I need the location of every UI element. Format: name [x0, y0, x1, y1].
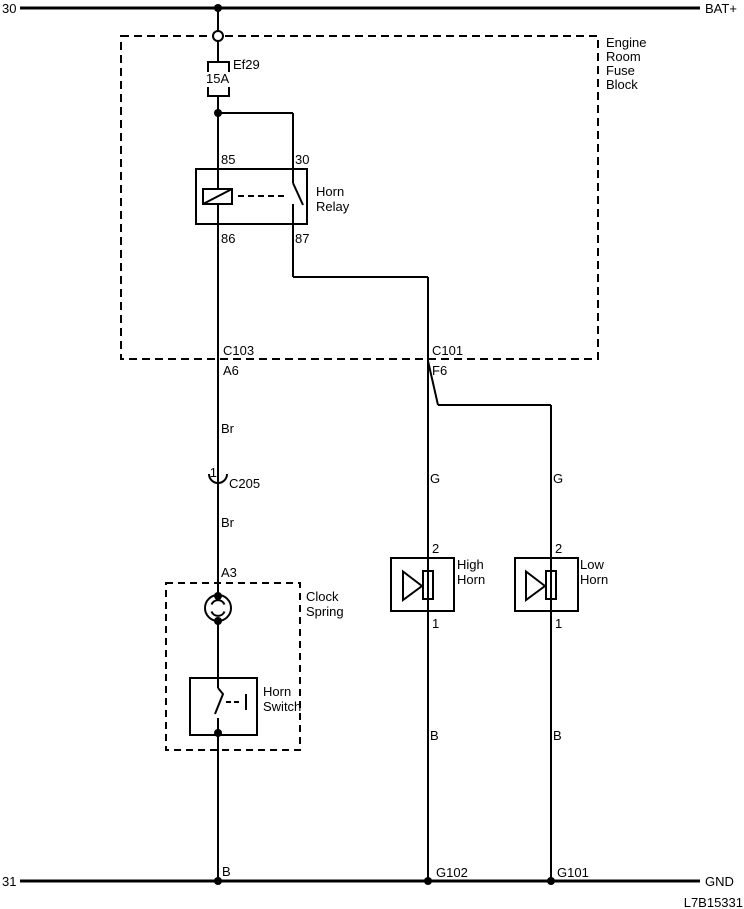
fuse-block-name-2: Room	[606, 49, 641, 64]
relay-name-1: Horn	[316, 184, 344, 199]
splice-diagonal-wire	[427, 360, 439, 406]
horn-switch-name-1: Horn	[263, 684, 291, 699]
clock-spring-name-1: Clock	[306, 589, 339, 604]
fuse-id-label: Ef29	[233, 57, 260, 72]
wire-color-b-left: B	[222, 864, 231, 879]
ground-junction-dot-g101	[547, 877, 555, 885]
diagram-code-label: L7B15331	[684, 895, 743, 909]
fuse-symbol-top-icon	[207, 61, 230, 72]
connector-c101-pin-label: F6	[432, 363, 447, 378]
high-horn-pin-bottom-label: 1	[432, 616, 439, 631]
ground-junction-dot-left	[214, 877, 222, 885]
ground-g102-label: G102	[436, 865, 468, 880]
clock-spring-inner-arc-bottom-icon	[210, 611, 226, 617]
power-rail-right-label: BAT+	[705, 1, 737, 16]
wire-color-b-low: B	[553, 728, 562, 743]
high-horn-name-2: Horn	[457, 572, 485, 587]
fuse-block-name-4: Block	[606, 77, 638, 92]
high-horn-speaker-body-icon	[422, 570, 434, 600]
clock-spring-name-2: Spring	[306, 604, 344, 619]
high-horn-name-1: High	[457, 557, 484, 572]
relay-coil-diagonal	[202, 188, 233, 205]
low-horn-speaker-body-icon	[545, 570, 557, 600]
connector-c205-label: C205	[229, 476, 260, 491]
low-horn-pin-top-label: 2	[555, 541, 562, 556]
low-horn-box	[514, 557, 579, 612]
relay-terminal-86-label: 86	[221, 231, 235, 246]
high-horn-speaker-cone-icon	[402, 569, 424, 602]
high-horn-pin-top-label: 2	[432, 541, 439, 556]
wire-color-b-high: B	[430, 728, 439, 743]
low-horn-pin-bottom-label: 1	[555, 616, 562, 631]
relay-box	[195, 168, 308, 225]
ground-rail-right-label: GND	[705, 874, 734, 889]
clock-spring-top-contact-dot	[214, 592, 222, 600]
high-horn-box	[390, 557, 455, 612]
relay-switch-blade-icon	[292, 182, 304, 206]
power-rail-left-label: 30	[2, 1, 16, 16]
pin-a3-label: A3	[221, 565, 237, 580]
relay-name-2: Relay	[316, 199, 350, 214]
c205-connector-icon	[208, 473, 228, 484]
horn-switch-blade-icon	[214, 687, 225, 715]
wire-color-g-high: G	[430, 471, 440, 486]
relay-terminal-87-label: 87	[295, 231, 309, 246]
clock-spring-inner-arc-top-icon	[210, 599, 226, 605]
power-junction-dot	[214, 4, 222, 12]
horn-switch-name-2: Switch	[263, 699, 301, 714]
fuse-block-name-3: Fuse	[606, 63, 635, 78]
fuse-block-boundary	[120, 35, 599, 360]
ground-rail-left-label: 31	[2, 874, 16, 889]
connector-c103-label: C103	[223, 343, 254, 358]
fuse-block-entry-connector-icon	[212, 30, 224, 42]
ground-junction-dot-g102	[424, 877, 432, 885]
ground-g101-label: G101	[557, 865, 589, 880]
wire-color-g-low: G	[553, 471, 563, 486]
wire-color-br-upper: Br	[221, 421, 235, 436]
fuse-block-name-1: Engine	[606, 35, 646, 50]
fuse-rating-label: 15A	[206, 71, 229, 86]
wire-color-br-lower: Br	[221, 515, 235, 530]
connector-c205-pin-label: 1	[210, 465, 217, 480]
fuse-symbol-bottom-icon	[207, 87, 230, 97]
low-horn-name-2: Horn	[580, 572, 608, 587]
connector-c101-label: C101	[432, 343, 463, 358]
low-horn-speaker-cone-icon	[525, 569, 547, 602]
horn-switch-box	[189, 677, 258, 736]
relay-terminal-30-label: 30	[295, 152, 309, 167]
horn-switch-bottom-contact-dot	[214, 729, 222, 737]
relay-terminal-85-label: 85	[221, 152, 235, 167]
connector-c103-pin-label: A6	[223, 363, 239, 378]
low-horn-name-1: Low	[580, 557, 604, 572]
clock-spring-boundary	[165, 582, 301, 751]
